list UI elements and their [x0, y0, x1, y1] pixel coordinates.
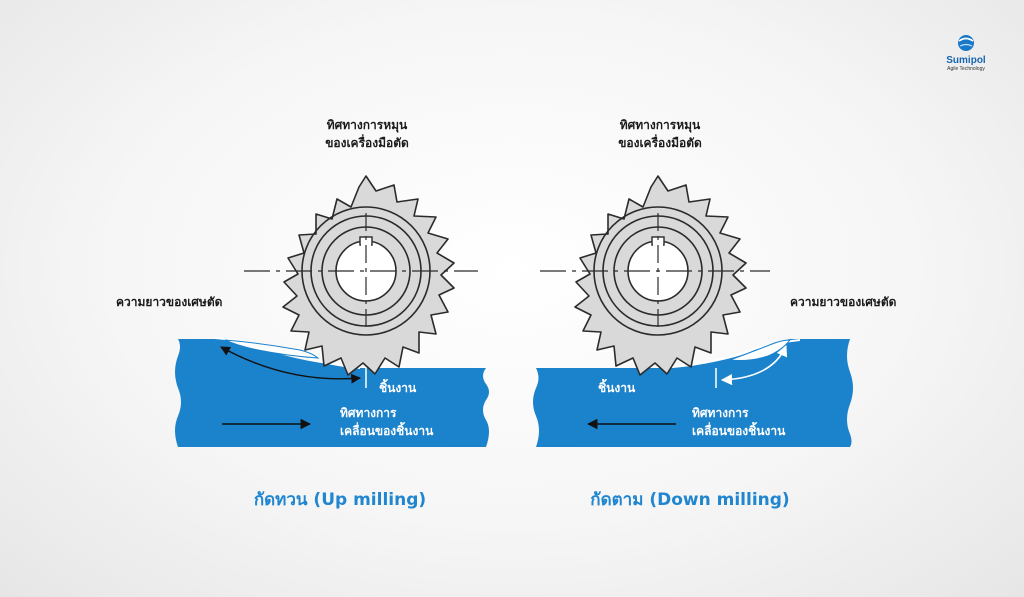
feed-label-right-2: เคลื่อนของชิ้นงาน — [692, 421, 786, 438]
feed-label-left-2: เคลื่อนของชิ้นงาน — [340, 421, 434, 438]
title-up-milling: กัดทวน (Up milling) — [254, 490, 426, 510]
rotation-label-right-2: ของเครื่องมือตัด — [618, 134, 702, 150]
sumipol-logo: Sumipol Agile Technology — [946, 35, 986, 72]
chip-length-label-right: ความยาวของเศษตัด — [790, 295, 897, 309]
globe-icon — [958, 35, 974, 51]
feed-label-left-1: ทิศทางการ — [340, 406, 397, 420]
milling-cutter-right — [540, 175, 770, 376]
workpiece-label-right: ชิ้นงาน — [598, 378, 636, 395]
rotation-label-right-1: ทิศทางการหมุน — [620, 118, 701, 133]
feed-label-right-1: ทิศทางการ — [692, 406, 749, 420]
chip-length-arrow-left — [220, 346, 361, 384]
logo-tagline: Agile Technology — [947, 66, 985, 72]
milling-cutter-left — [244, 175, 478, 376]
title-down-milling: กัดตาม (Down milling) — [590, 490, 789, 510]
up-milling-panel: ทิศทางการหมุน ของเครื่องมือตัด ความยาวขอ… — [116, 118, 489, 510]
workpiece-label-left: ชิ้นงาน — [379, 378, 417, 395]
rotation-label-left-2: ของเครื่องมือตัด — [325, 134, 409, 150]
chip-length-label-left: ความยาวของเศษตัด — [116, 295, 223, 309]
chip-length-arrow-right — [720, 344, 788, 386]
rotation-label-left-1: ทิศทางการหมุน — [327, 118, 408, 133]
logo-name: Sumipol — [946, 55, 986, 66]
down-milling-panel: ทิศทางการหมุน ของเครื่องมือตัด ความยาวขอ… — [533, 118, 897, 510]
